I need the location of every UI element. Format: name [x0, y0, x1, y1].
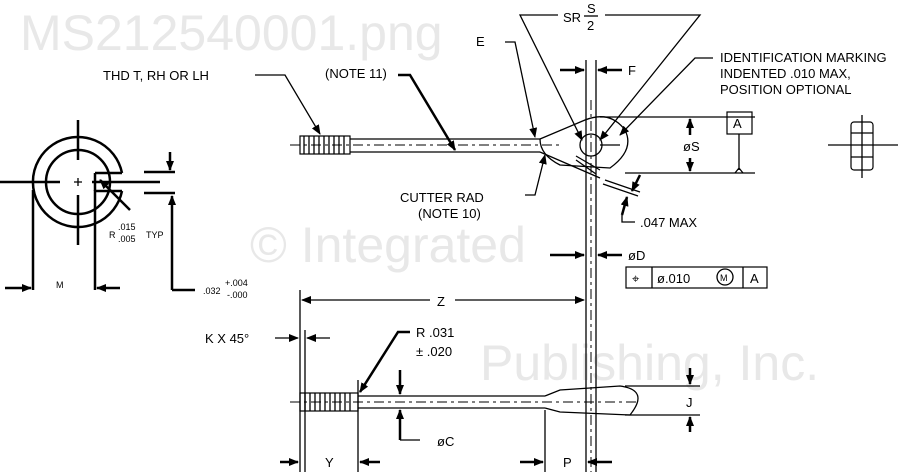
thread-note: THD T, RH OR LH [103, 68, 209, 83]
radius-tol: ± .020 [416, 344, 452, 359]
dim-s: øS [683, 139, 700, 154]
sr-leader-left [518, 14, 583, 141]
dim-y: Y [325, 455, 334, 470]
sr-label: SR [563, 10, 581, 25]
marking-symbol [828, 115, 898, 178]
watermark-line-2: Publishing, Inc. [480, 335, 819, 391]
fcf-modifier: M [720, 273, 728, 283]
radius-leader [99, 179, 131, 211]
radius-031-leader [358, 330, 410, 393]
dim-m: M [56, 280, 64, 290]
e-leader [505, 41, 538, 138]
watermark: © Integrated Publishing, Inc. MS21254000… [20, 5, 819, 391]
watermark-line-1: © Integrated [250, 217, 526, 273]
dim-e: E [476, 34, 485, 49]
radius-typ: TYP [146, 230, 164, 240]
dim-z: Z [437, 294, 445, 309]
slot-extension-lines [144, 170, 175, 195]
slot-tol-minus: -.000 [227, 290, 248, 300]
dim-d: øD [628, 248, 645, 263]
dim-j: J [686, 395, 693, 410]
id-marking-line-3: POSITION OPTIONAL [720, 82, 851, 97]
max-047: .047 MAX [640, 215, 697, 230]
radius-lower: .005 [118, 234, 136, 244]
m-extension-lines [31, 190, 97, 290]
dim-f: F [628, 63, 636, 78]
fcf-datum: A [750, 271, 759, 286]
side-extension-lines [357, 380, 546, 472]
radius-upper: .015 [118, 222, 136, 232]
z-extension [299, 290, 306, 472]
datum-leader [734, 134, 744, 174]
max-047-leader [621, 215, 635, 223]
slot-tol-plus: +.004 [225, 278, 248, 288]
id-marking-line-1: IDENTIFICATION MARKING [720, 50, 887, 65]
sr-leader-right [599, 14, 702, 141]
cutter-rad: CUTTER RAD [400, 190, 484, 205]
radius-label: R [109, 230, 116, 240]
knurled-end [299, 392, 359, 412]
watermark-line-3: MS212540001.png [20, 5, 443, 61]
side-view: K X 45° R .031 ± .020 øC J Y P [205, 325, 700, 472]
feature-control-frame: ⌖ ø.010 M A [625, 266, 768, 289]
dim-p: P [563, 455, 572, 470]
fcf-tolerance: ø.010 [657, 271, 690, 286]
center-mark [74, 178, 82, 186]
chamfer-dim: K X 45° [205, 331, 249, 346]
note-11: (NOTE 11) [325, 66, 387, 81]
shank [350, 138, 540, 153]
dim-c: øC [437, 434, 454, 449]
end-view: M R .015 .005 TYP .032 +.004 -.000 [0, 120, 248, 300]
id-marking-leader [619, 57, 713, 136]
s-extension-lines [600, 116, 755, 174]
note-10: (NOTE 10) [418, 206, 481, 221]
top-view: øS A THD T, RH OR LH (NOTE 11) E SR S 2 … [103, 1, 898, 472]
max-047-arrow-top [630, 174, 642, 192]
slot-width-dim: .032 [203, 286, 221, 296]
datum-a: A [733, 116, 742, 131]
sr-denominator: 2 [587, 18, 594, 33]
cutter-leader [525, 154, 547, 196]
j-extension-lines [625, 385, 700, 416]
note11-leader [398, 73, 457, 151]
eye-centerlines [585, 60, 597, 472]
thread-leader [255, 74, 321, 135]
radius-031: R .031 [416, 325, 454, 340]
center-lines [0, 120, 160, 245]
position-symbol: ⌖ [632, 271, 640, 286]
sr-numerator: S [587, 1, 596, 16]
max-047-arrow-bottom [620, 196, 629, 216]
id-marking-line-2: INDENTED .010 MAX, [720, 66, 851, 81]
